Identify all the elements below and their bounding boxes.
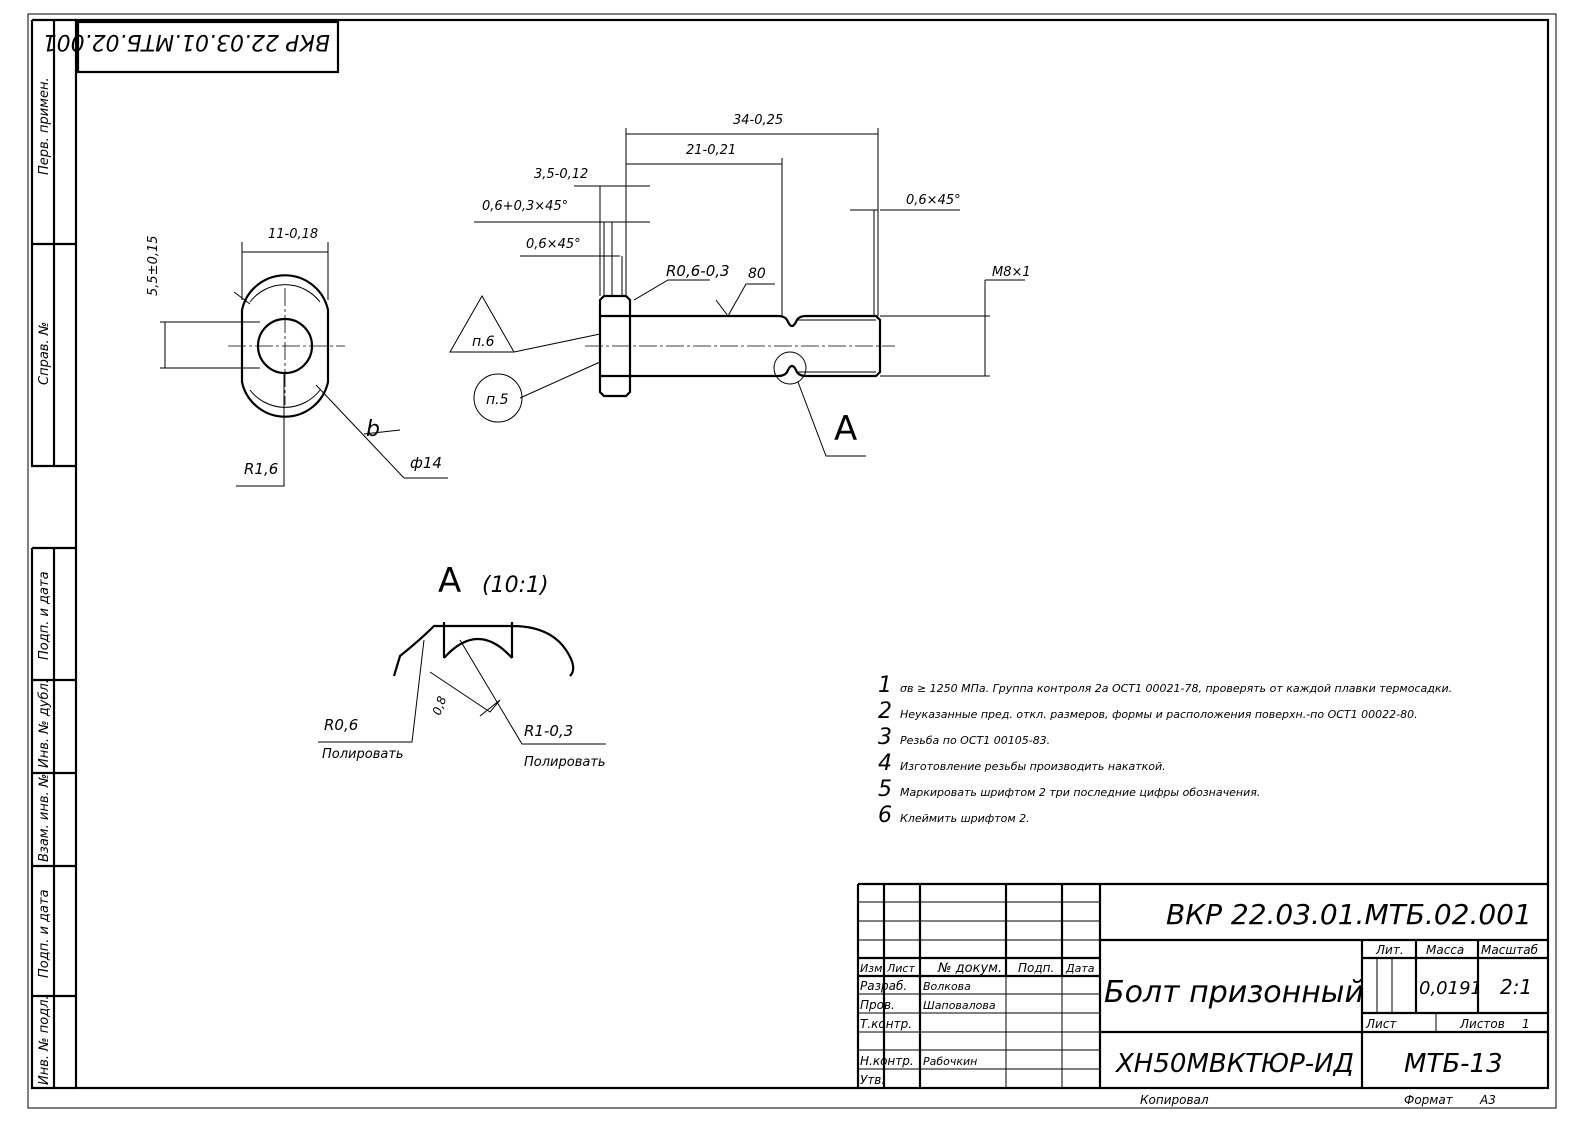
note-ref-p6: п.6 [472, 334, 495, 350]
tb-nkontr: Н.контр. [860, 1054, 914, 1068]
dim-chamfer-thread: 0,6×45° [906, 193, 961, 208]
title-block: ВКР 22.03.01.МТБ.02.001 Болт призонный Х… [856, 882, 1548, 1107]
tb-material: ХН50МВКТЮР-ИД [1114, 1049, 1354, 1079]
note-number: 2 [878, 699, 892, 724]
note-text: Маркировать шрифтом 2 три последние цифр… [900, 786, 1260, 799]
dim-34: 34-0,25 [733, 113, 783, 128]
note-ref-p5: п.5 [486, 392, 509, 408]
detail-roughness: 0,8 [430, 694, 450, 717]
tb-massa: Масса [1426, 943, 1464, 957]
note-number: 4 [878, 751, 892, 776]
svg-text:1σв ≥ 1250 МПа. Группа контрол: 1 σв ≥ 1250 МПа. Группа контроля 2а ОСТ1 … [878, 673, 1452, 698]
tb-sheets-value: 1 [1522, 1017, 1530, 1031]
dim-3-5: 3,5-0,12 [534, 167, 588, 182]
note-number: 1 [878, 673, 892, 698]
tb-utv: Утв. [860, 1073, 885, 1087]
tb-mass-value: 0,0191 [1419, 978, 1482, 999]
dim-chamfer-head: 0,6+0,3×45° [482, 199, 568, 214]
dim-phi14: ф14 [410, 454, 442, 472]
tb-hdr-doc: № докум. [937, 961, 1002, 976]
technical-notes: 1 σв ≥ 1250 МПа. Группа контроля 2а ОСТ1 … [878, 673, 1452, 828]
tb-razrab-name: Волкова [923, 980, 971, 993]
tb-format-value: А3 [1479, 1093, 1496, 1107]
tb-hdr-podp: Подп. [1018, 961, 1054, 975]
dim-21: 21-0,21 [686, 143, 736, 158]
detail-a-view: A (10:1) R0,6 Полировать R1-0,3 Полирова… [318, 561, 606, 770]
detail-r1: R1-0,3 [524, 722, 573, 740]
tb-hdr-data: Дата [1065, 962, 1095, 975]
rotated-stamp-box [76, 20, 340, 74]
tb-masshtab: Масштаб [1481, 943, 1539, 957]
detail-polish-2: Полировать [524, 755, 606, 770]
bolt-main-view: A 34-0,25 21-0,21 3,5-0,12 0,6+0,3×45° 0… [449, 113, 1031, 457]
dim-r1-6: R1,6 [244, 460, 278, 478]
note-text: σв ≥ 1250 МПа. Группа контроля 2а ОСТ1 0… [900, 682, 1452, 695]
strip-podp-data-2: Подп. и дата [37, 889, 52, 978]
detail-scale: (10:1) [482, 573, 549, 598]
note-text: Клеймить шрифтом 2. [900, 812, 1030, 825]
left-strip: Перв. примен. Справ. № Подп. и дата Инв.… [30, 18, 76, 1090]
note-number: 3 [878, 725, 892, 750]
dim-chamfer-2: 0,6×45° [526, 237, 581, 252]
strip-inv-dubl: Инв. № дубл. [37, 679, 52, 768]
tb-scale-value: 2:1 [1500, 975, 1532, 999]
tb-copied: Копировал [1140, 1093, 1209, 1107]
strip-sprav-no: Справ. № [37, 322, 52, 385]
detail-r06: R0,6 [324, 716, 358, 734]
note-number: 5 [878, 777, 892, 802]
tb-tkontr: Т.контр. [860, 1017, 912, 1031]
tb-razrab: Разраб. [860, 979, 907, 993]
tb-part-name: Болт призонный [1104, 975, 1364, 1010]
sheet-edge [27, 13, 1557, 1109]
strip-inv-podl: Инв. № подл. [37, 995, 52, 1085]
tb-sheet: Лист [1365, 1017, 1397, 1031]
tb-hdr-izm: Изм. [860, 962, 886, 975]
dim-thread-m8: M8×1 [992, 265, 1031, 280]
tb-prov: Пров. [860, 998, 895, 1012]
detail-title: A [438, 561, 461, 601]
tb-prov-name: Шаповалова [923, 999, 996, 1012]
note-text: Неуказанные пред. откл. размеров, формы … [900, 708, 1418, 721]
note-text: Изготовление резьбы производить накаткой… [900, 760, 1166, 773]
dim-height-5-5: 5,5±0,15 [146, 235, 161, 296]
drawing-frame [74, 18, 1550, 1090]
detail-polish-1: Полировать [322, 747, 404, 762]
strip-podp-data-1: Подп. и дата [37, 571, 52, 660]
dim-radius-r06: R0,6-0,3 [666, 262, 730, 280]
tb-nkontr-name: Рабочкин [923, 1055, 977, 1068]
tb-hdr-list: Лист [886, 962, 915, 975]
note-number: 6 [878, 803, 892, 828]
dim-b: b [366, 417, 380, 442]
roughness-80: 80 [748, 266, 766, 282]
detail-callout-a: A [834, 409, 857, 449]
rotated-designation: ВКР 22.03.01.МТБ.02.001 [43, 29, 330, 54]
strip-perv-primen: Перв. примен. [37, 77, 52, 175]
tb-designation: ВКР 22.03.01.МТБ.02.001 [1166, 898, 1532, 931]
tb-lit: Лит. [1375, 943, 1404, 957]
strip-vzam-inv: Взам. инв. № [37, 774, 52, 862]
tb-sheets: Листов [1459, 1017, 1505, 1031]
dim-width-11: 11-0,18 [268, 227, 318, 242]
tb-organization: МТБ-13 [1404, 1049, 1503, 1079]
note-text: Резьба по ОСТ1 00105-83. [900, 734, 1050, 747]
end-view: 11-0,18 5,5±0,15 R1,6 ф14 b [146, 227, 448, 487]
tb-format: Формат [1404, 1093, 1454, 1107]
